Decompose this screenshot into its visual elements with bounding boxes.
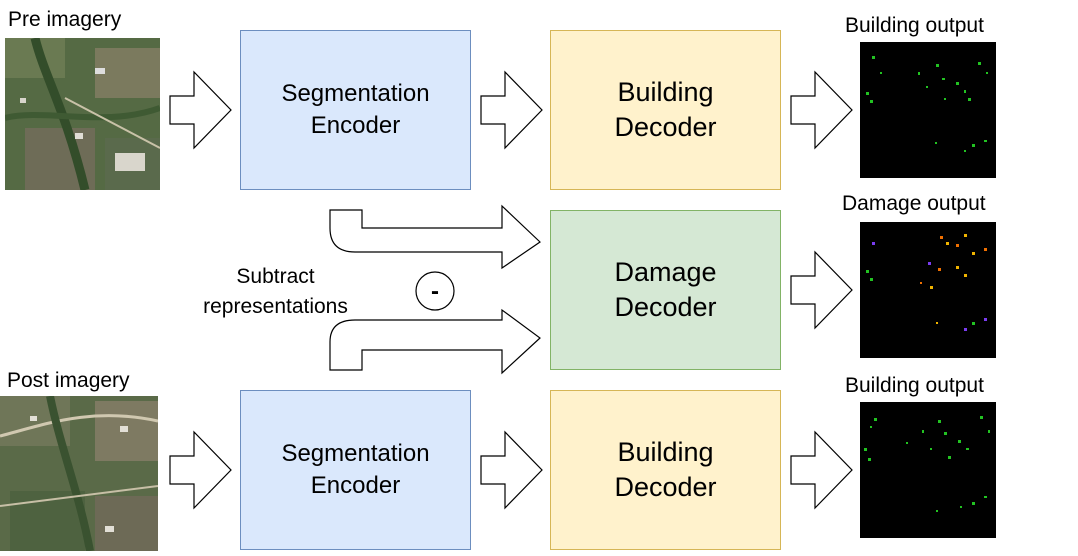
encoder-bottom-line-1: Segmentation [281, 440, 430, 468]
building-output-tile-top [860, 42, 996, 178]
building-output-label-bottom: Building output [845, 374, 984, 397]
arrow-decoder-to-output-bottom [790, 430, 853, 510]
pre-imagery-label: Pre imagery [8, 8, 122, 31]
minus-circle [415, 271, 455, 311]
damage-output-tile [860, 222, 996, 358]
arrow-post-to-encoder [169, 430, 232, 510]
building-output-tile-bottom [860, 402, 996, 538]
subtract-representations-label: Subtract representations [188, 262, 363, 322]
post-imagery-label: Post imagery [7, 369, 130, 392]
damage-decoder-line-1: Damage [614, 256, 717, 287]
building-decoder-top-line-2: Decoder [614, 112, 717, 142]
minus-sign: - [431, 278, 439, 305]
encoder-top-line-2: Encoder [310, 112, 401, 139]
post-imagery-tile [0, 396, 158, 551]
building-output-label-top: Building output [845, 14, 984, 37]
arrow-encoder-to-building-decoder-bottom [480, 430, 543, 510]
building-decoder-bottom-line-2: Decoder [614, 472, 717, 502]
arrow-decoder-to-output-top [790, 70, 853, 150]
arrow-pre-to-encoder [169, 70, 232, 150]
subtract-line-2: representations [203, 295, 348, 318]
arrow-encoder-to-building-decoder-top [480, 70, 543, 150]
arrow-damage-decoder-to-output [790, 250, 853, 330]
building-decoder-top-line-1: Building [617, 76, 714, 107]
building-decoder-bottom-line-1: Building [617, 436, 714, 467]
encoder-bottom-line-2: Encoder [310, 472, 401, 499]
damage-decoder-line-2: Decoder [614, 292, 717, 322]
arrow-bottom-encoder-to-damage-decoder [329, 308, 541, 375]
arrow-top-encoder-to-damage-decoder [329, 204, 541, 270]
pre-imagery-tile [5, 38, 160, 190]
subtract-line-1: Subtract [236, 265, 315, 288]
encoder-top-line-1: Segmentation [281, 80, 430, 108]
damage-output-label: Damage output [842, 192, 986, 215]
